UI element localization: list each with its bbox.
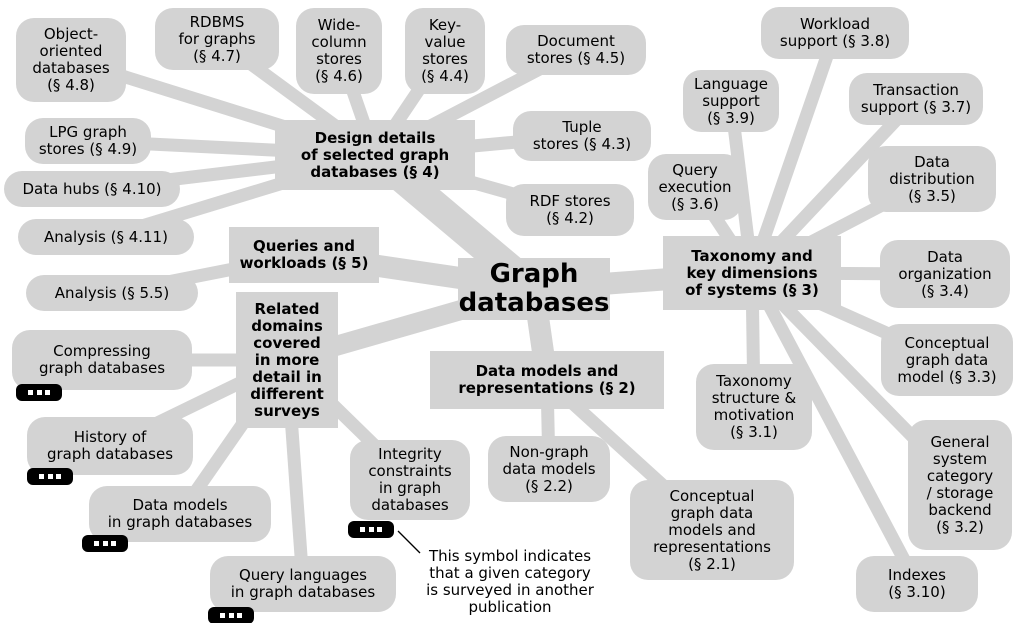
leaf-integrity: Integrity constraints in graph databases [350,440,470,520]
hub-data-models: Data models and representations (§ 2) [430,351,664,409]
leaf-wide-column: Wide- column stores (§ 4.6) [296,8,382,94]
leaf-history: History of graph databases [27,417,193,475]
leaf-non-graph: Non-graph data models (§ 2.2) [488,436,610,502]
leaf-organization: Data organization (§ 3.4) [880,240,1010,308]
leaf-distribution: Data distribution (§ 3.5) [868,146,996,212]
leaf-rdf: RDF stores (§ 4.2) [506,184,634,236]
leaf-document: Document stores (§ 4.5) [506,25,646,75]
hub-queries-workloads: Queries and workloads (§ 5) [229,227,379,283]
leaf-compressing: Compressing graph databases [12,330,192,390]
leaf-query-languages: Query languages in graph databases [210,556,396,612]
leaf-object-oriented: Object- oriented databases (§ 4.8) [16,18,126,102]
leaf-analysis-55: Analysis (§ 5.5) [26,275,198,311]
leaf-general: General system category / storage backen… [908,420,1012,550]
ellipsis-marker-query-languages [208,607,254,623]
leaf-data-models-graph: Data models in graph databases [89,486,271,542]
leaf-conceptual-model: Conceptual graph data model (§ 3.3) [881,324,1013,396]
ellipsis-marker-data-models [82,535,128,552]
leaf-indexes: Indexes (§ 3.10) [856,556,978,612]
legend-note: This symbol indicates that a given categ… [426,547,594,616]
edge-hub-taxonomy-to-leaf-indexes [746,269,923,588]
leaf-query-execution: Query execution (§ 3.6) [648,154,742,220]
ellipsis-marker-compressing [16,384,62,401]
hub-design-details: Design details of selected graph databas… [275,120,475,190]
leaf-tuple: Tuple stores (§ 4.3) [513,111,651,161]
leaf-workload: Workload support (§ 3.8) [761,7,909,59]
leaf-rdbms: RDBMS for graphs (§ 4.7) [155,8,279,70]
hub-related-domains: Related domains covered in more detail i… [236,292,338,428]
edge-hub-taxonomy-to-leaf-workload [745,30,842,276]
leaf-structure: Taxonomy structure & motivation (§ 3.1) [696,364,812,450]
ellipsis-marker-history [27,468,73,485]
leaf-language: Language support (§ 3.9) [683,70,779,132]
hub-taxonomy: Taxonomy and key dimensions of systems (… [663,236,841,310]
leaf-conceptual-representations: Conceptual graph data models and represe… [630,480,794,580]
leaf-lpg: LPG graph stores (§ 4.9) [25,118,151,164]
leaf-data-hubs: Data hubs (§ 4.10) [4,171,180,207]
leaf-key-value: Key- value stores (§ 4.4) [405,8,485,94]
leaf-transaction: Transaction support (§ 3.7) [849,73,983,125]
center-graph-databases: Graph databases [458,258,610,320]
ellipsis-marker-integrity [348,521,394,538]
leaf-analysis-411: Analysis (§ 4.11) [18,219,194,255]
